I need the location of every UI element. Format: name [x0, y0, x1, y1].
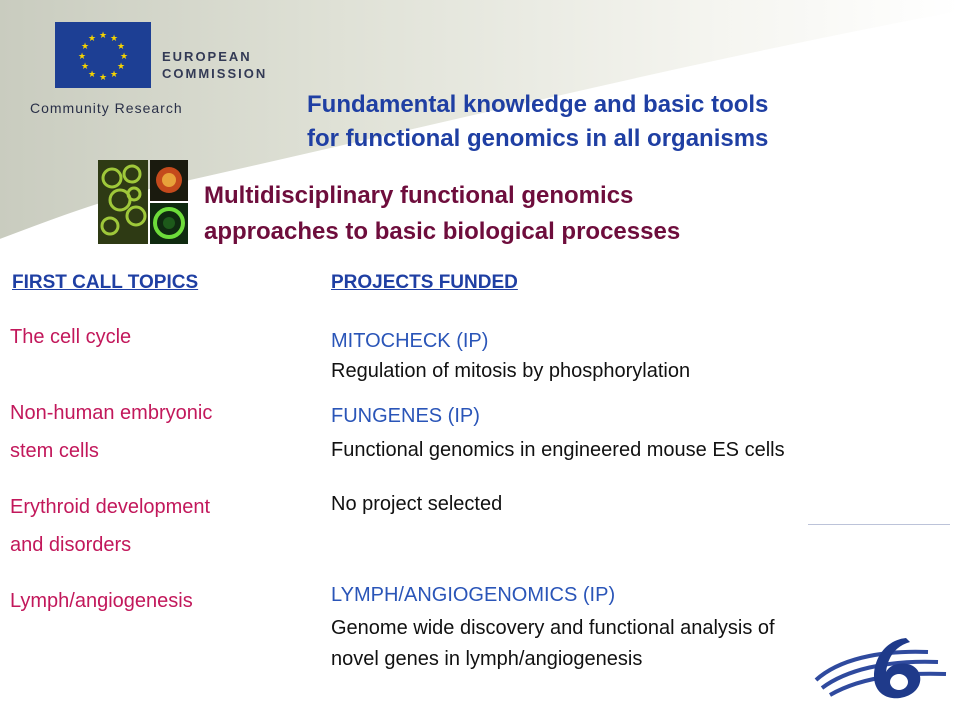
topic-cell-cycle: The cell cycle — [10, 318, 131, 356]
topic-line: and disorders — [10, 534, 132, 556]
topic-erythroid-development: Erythroid development and disorders — [10, 488, 210, 564]
community-research-label: Community Research — [30, 100, 183, 116]
divider-line — [808, 524, 950, 525]
project-none-selected: No project selected — [331, 493, 503, 515]
topic-line: Non-human embryonic — [10, 402, 213, 424]
project-mitocheck-name: MITOCHECK (IP) — [331, 330, 489, 352]
topic-line: Lymph/angiogenesis — [10, 590, 193, 612]
page-title: Fundamental knowledge and basic tools fo… — [307, 88, 768, 156]
eu-logo-text: EUROPEAN COMMISSION — [162, 48, 267, 82]
svg-text:★: ★ — [81, 42, 89, 52]
svg-text:★: ★ — [117, 42, 125, 52]
topic-line: Erythroid development — [10, 496, 211, 518]
topic-lymph-angiogenesis: Lymph/angiogenesis — [10, 582, 193, 620]
svg-text:★: ★ — [88, 70, 96, 80]
svg-text:★: ★ — [99, 31, 107, 41]
projects-funded-heading: PROJECTS FUNDED — [331, 272, 518, 293]
svg-text:★: ★ — [88, 34, 96, 44]
microscopy-image — [98, 160, 188, 244]
svg-text:★: ★ — [120, 52, 128, 62]
project-fungenes-name: FUNGENES (IP) — [331, 405, 480, 427]
logo-line-commission: COMMISSION — [162, 66, 268, 81]
page-subtitle: Multidisciplinary functional genomics ap… — [204, 178, 680, 250]
first-call-topics-heading: FIRST CALL TOPICS — [12, 272, 199, 293]
svg-text:★: ★ — [110, 70, 118, 80]
topic-line: The cell cycle — [10, 326, 132, 348]
project-lymph-angiogenomics-name: LYMPH/ANGIOGENOMICS (IP) — [331, 584, 616, 606]
svg-text:★: ★ — [78, 52, 86, 62]
subtitle-line-2: approaches to basic biological processes — [204, 218, 681, 245]
topic-line: stem cells — [10, 440, 99, 462]
fp6-logo-icon — [814, 638, 947, 699]
project-lymph-angiogenomics-desc: Genome wide discovery and functional ana… — [331, 613, 775, 675]
topic-embryonic-stem-cells: Non-human embryonic stem cells — [10, 394, 212, 470]
eu-flag-icon: ★ ★ ★ ★ ★ ★ ★ ★ ★ ★ ★ ★ — [55, 22, 151, 88]
header-banner — [0, 0, 960, 241]
project-mitocheck-desc: Regulation of mitosis by phosphorylation — [331, 360, 691, 382]
title-line-2: for functional genomics in all organisms — [307, 125, 769, 152]
svg-text:★: ★ — [110, 34, 118, 44]
svg-text:★: ★ — [117, 62, 125, 72]
project-fungenes-desc: Functional genomics in engineered mouse … — [331, 439, 785, 461]
project-desc-line: novel genes in lymph/angiogenesis — [331, 648, 643, 670]
project-desc-line: Genome wide discovery and functional ana… — [331, 617, 775, 639]
logo-line-european: EUROPEAN — [162, 49, 252, 64]
title-line-1: Fundamental knowledge and basic tools — [307, 91, 769, 118]
svg-text:★: ★ — [81, 62, 89, 72]
svg-text:★: ★ — [99, 73, 107, 83]
subtitle-line-1: Multidisciplinary functional genomics — [204, 182, 634, 209]
